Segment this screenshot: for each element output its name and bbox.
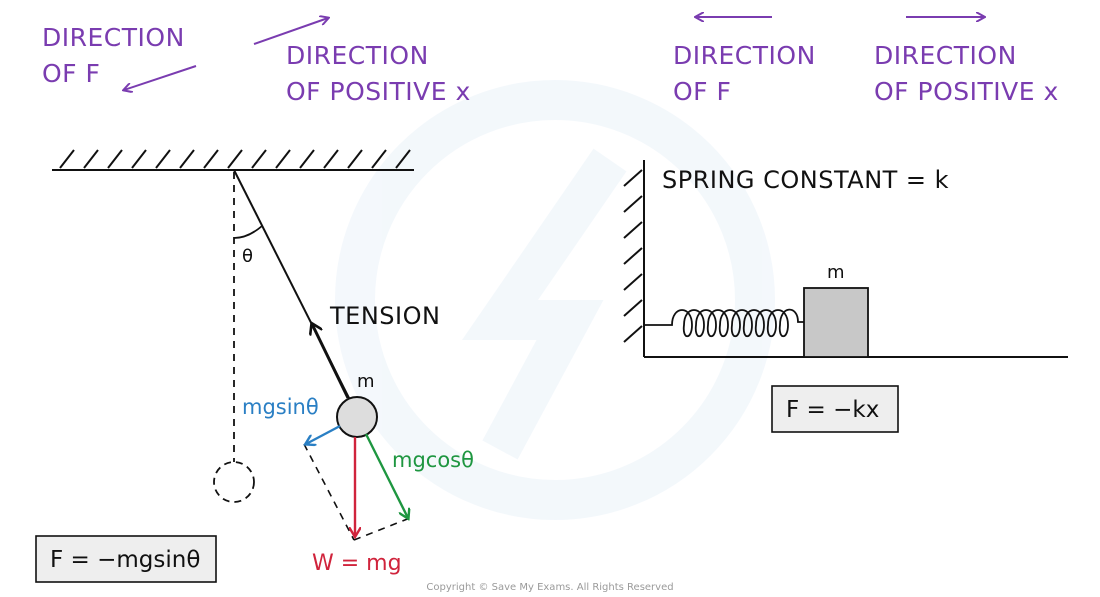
spring-dir-f-line1: DIRECTION xyxy=(673,41,816,70)
pendulum-dir-f-arrow xyxy=(124,65,197,90)
angle-label: θ xyxy=(242,246,253,267)
rest-position-bob xyxy=(213,461,255,503)
pendulum-equation-box xyxy=(35,535,217,583)
tension-arrow xyxy=(312,324,350,399)
spring-equation-box xyxy=(771,385,899,433)
spring-dir-x-line2: OF POSITIVE x xyxy=(874,77,1059,106)
construction-dashed-1 xyxy=(303,443,355,541)
pendulum-bob xyxy=(336,396,378,438)
spring-coil xyxy=(644,308,804,338)
ceiling-support xyxy=(52,149,414,171)
pendulum-dir-f-line1: DIRECTION xyxy=(42,23,185,52)
pendulum-dir-x-line2: OF POSITIVE x xyxy=(286,77,471,106)
wall-support xyxy=(623,160,645,357)
mgsin-arrow xyxy=(306,424,341,444)
mgsin-label: mgsinθ xyxy=(242,395,319,419)
watermark-logo xyxy=(335,80,775,520)
mgcos-label: mgcosθ xyxy=(392,448,474,472)
pendulum-dir-x-arrow xyxy=(253,18,328,45)
pendulum-dir-x-line1: DIRECTION xyxy=(286,41,429,70)
copyright-notice: Copyright © Save My Exams. All Rights Re… xyxy=(426,582,673,593)
construction-dashed-2 xyxy=(353,517,411,541)
pendulum-equation: F = −mgsinθ xyxy=(50,547,200,573)
pendulum-mass-label: m xyxy=(357,371,375,392)
tension-label: TENSION xyxy=(329,302,440,330)
spring-dir-x-line1: DIRECTION xyxy=(874,41,1017,70)
spring-mass-block xyxy=(803,287,869,358)
spring-constant-label: SPRING CONSTANT = k xyxy=(662,166,949,194)
weight-label: W = mg xyxy=(312,551,402,576)
pendulum-dir-f-line2: OF F xyxy=(42,59,100,88)
mgcos-arrow xyxy=(364,433,408,518)
spring-dir-f-line2: OF F xyxy=(673,77,731,106)
spring-mass-label: m xyxy=(827,262,845,283)
spring-equation: F = −kx xyxy=(786,397,879,423)
angle-arc xyxy=(233,225,263,239)
